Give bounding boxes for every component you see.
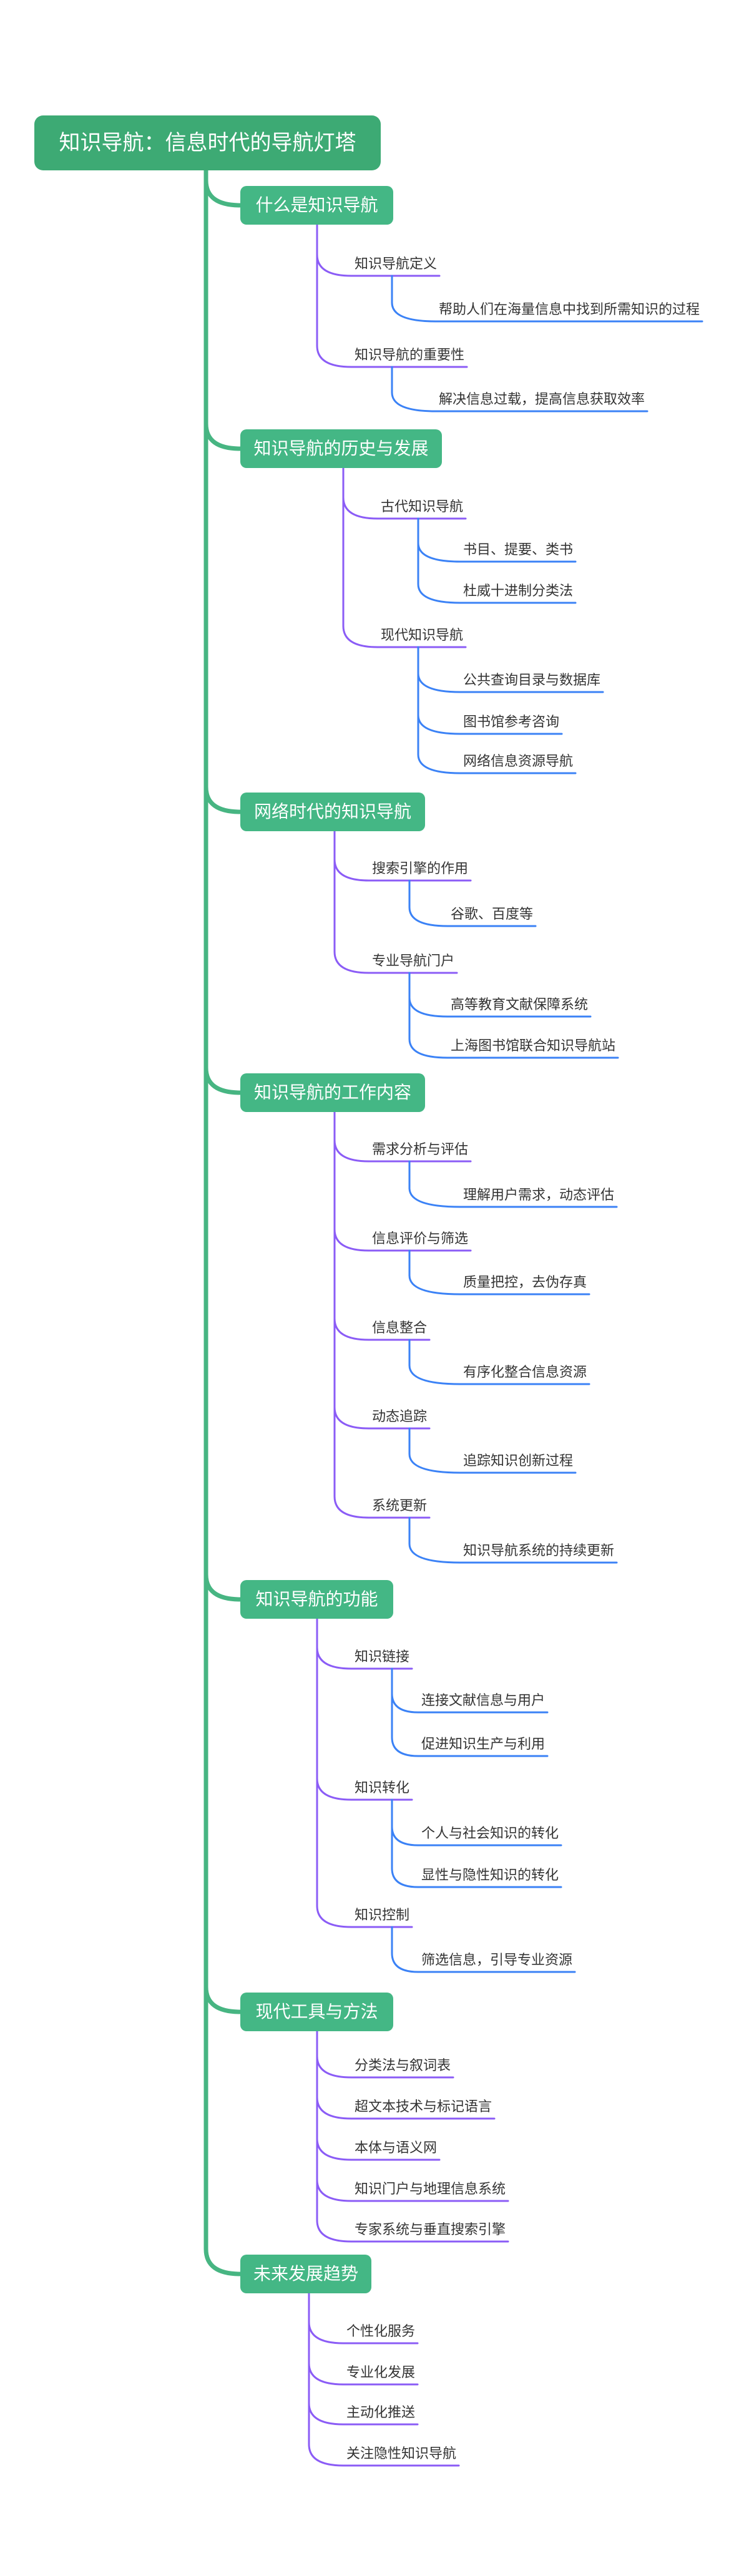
trunk-branch-3 [203, 168, 243, 814]
branch-node[interactable]: 搜索引擎的作用 [372, 861, 469, 877]
leaf-node[interactable]: 有序化整合信息资源 [463, 1365, 587, 1380]
leaf-node[interactable]: 个人与社会知识的转化 [421, 1826, 559, 1842]
level3-branch [408, 1516, 618, 1564]
leaf-node[interactable]: 质量把控，去伪存真 [463, 1275, 587, 1290]
section-node-5[interactable]: 知识导航的功能 [240, 1580, 393, 1619]
level2-branch [308, 2292, 460, 2467]
branch-node[interactable]: 知识导航定义 [355, 256, 438, 272]
trunk-branch-7 [203, 168, 243, 2276]
branch-node[interactable]: 知识转化 [355, 1780, 410, 1796]
level2-branch [316, 1617, 413, 1801]
branch-node[interactable]: 主动化推送 [346, 2405, 416, 2421]
level2-branch [342, 467, 467, 648]
leaf-node[interactable]: 连接文献信息与用户 [421, 1693, 546, 1709]
leaf-node[interactable]: 图书馆参考咨询 [463, 715, 560, 730]
trunk-branch-2 [203, 168, 243, 451]
branch-node[interactable]: 分类法与叙词表 [355, 2058, 451, 2074]
branch-node[interactable]: 知识控制 [355, 1908, 410, 1923]
branch-node[interactable]: 专业化发展 [346, 2365, 416, 2381]
leaf-node[interactable]: 显性与隐性知识的转化 [421, 1868, 559, 1883]
branch-node[interactable]: 信息评价与筛选 [372, 1231, 469, 1247]
level2-branch [333, 1111, 431, 1519]
branch-node[interactable]: 个性化服务 [346, 2324, 416, 2339]
root-node[interactable]: 知识导航：信息时代的导航灯塔 [34, 115, 381, 170]
leaf-node[interactable]: 筛选信息，引导专业资源 [421, 1953, 573, 1968]
section-node-2[interactable]: 知识导航的历史与发展 [240, 429, 442, 468]
leaf-node[interactable]: 解决信息过载，提高信息获取效率 [439, 392, 645, 407]
level2-branch [333, 830, 458, 974]
level3-branch [408, 1427, 577, 1474]
leaf-node[interactable]: 上海图书馆联合知识导航站 [451, 1038, 616, 1054]
leaf-node[interactable]: 理解用户需求，动态评估 [463, 1188, 615, 1203]
section-node-3[interactable]: 网络时代的知识导航 [240, 793, 425, 831]
branch-node[interactable]: 古代知识导航 [381, 499, 464, 515]
level3-branch [417, 517, 577, 604]
level3-branch [391, 275, 703, 323]
level2-branch [316, 2030, 509, 2243]
leaf-node[interactable]: 高等教育文献保障系统 [451, 997, 589, 1013]
leaf-node[interactable]: 帮助人们在海量信息中找到所需知识的过程 [439, 302, 700, 318]
level3-branch [391, 1798, 562, 1888]
level2-branch [316, 1617, 413, 1928]
level2-branch [316, 223, 468, 368]
trunk-branch-1 [203, 168, 243, 208]
level3-branch [391, 366, 649, 412]
branch-node[interactable]: 现代知识导航 [381, 628, 464, 643]
branch-node[interactable]: 知识链接 [355, 1649, 410, 1665]
branch-node[interactable]: 专业导航门户 [372, 954, 455, 969]
level3-branch [408, 879, 537, 927]
leaf-node[interactable]: 杜威十进制分类法 [463, 583, 574, 599]
branch-node[interactable]: 知识门户与地理信息系统 [355, 2182, 506, 2197]
branch-node[interactable]: 知识导航的重要性 [355, 348, 465, 363]
section-node-6[interactable]: 现代工具与方法 [240, 1993, 393, 2031]
branch-node[interactable]: 需求分析与评估 [372, 1142, 469, 1158]
leaf-node[interactable]: 网络信息资源导航 [463, 754, 574, 769]
level3-branch [408, 1339, 590, 1385]
trunk-branch-5 [203, 168, 243, 1602]
level3-branch [408, 1160, 618, 1208]
level3-branch [391, 1667, 549, 1757]
branch-node[interactable]: 超文本技术与标记语言 [355, 2099, 492, 2115]
leaf-node[interactable]: 书目、提要、类书 [463, 542, 574, 558]
trunk-branch-4 [203, 168, 243, 1095]
branch-node[interactable]: 关注隐性知识导航 [346, 2446, 457, 2462]
level3-branch [408, 1249, 590, 1295]
branch-node[interactable]: 本体与语义网 [355, 2140, 438, 2156]
branch-node[interactable]: 系统更新 [372, 1498, 428, 1514]
level3-branch [417, 646, 577, 774]
leaf-node[interactable]: 促进知识生产与利用 [421, 1737, 546, 1752]
level3-branch [391, 1926, 576, 1973]
branch-node[interactable]: 动态追踪 [372, 1409, 428, 1425]
section-node-1[interactable]: 什么是知识导航 [240, 186, 393, 225]
leaf-node[interactable]: 追踪知识创新过程 [463, 1453, 574, 1469]
branch-node[interactable]: 信息整合 [372, 1320, 428, 1336]
branch-node[interactable]: 专家系统与垂直搜索引擎 [355, 2222, 506, 2238]
section-node-4[interactable]: 知识导航的工作内容 [240, 1073, 425, 1112]
leaf-node[interactable]: 公共查询目录与数据库 [463, 673, 601, 688]
level3-branch [408, 972, 619, 1059]
section-node-7[interactable]: 未来发展趋势 [240, 2255, 371, 2293]
leaf-node[interactable]: 谷歌、百度等 [451, 907, 534, 922]
leaf-node[interactable]: 知识导航系统的持续更新 [463, 1543, 615, 1559]
